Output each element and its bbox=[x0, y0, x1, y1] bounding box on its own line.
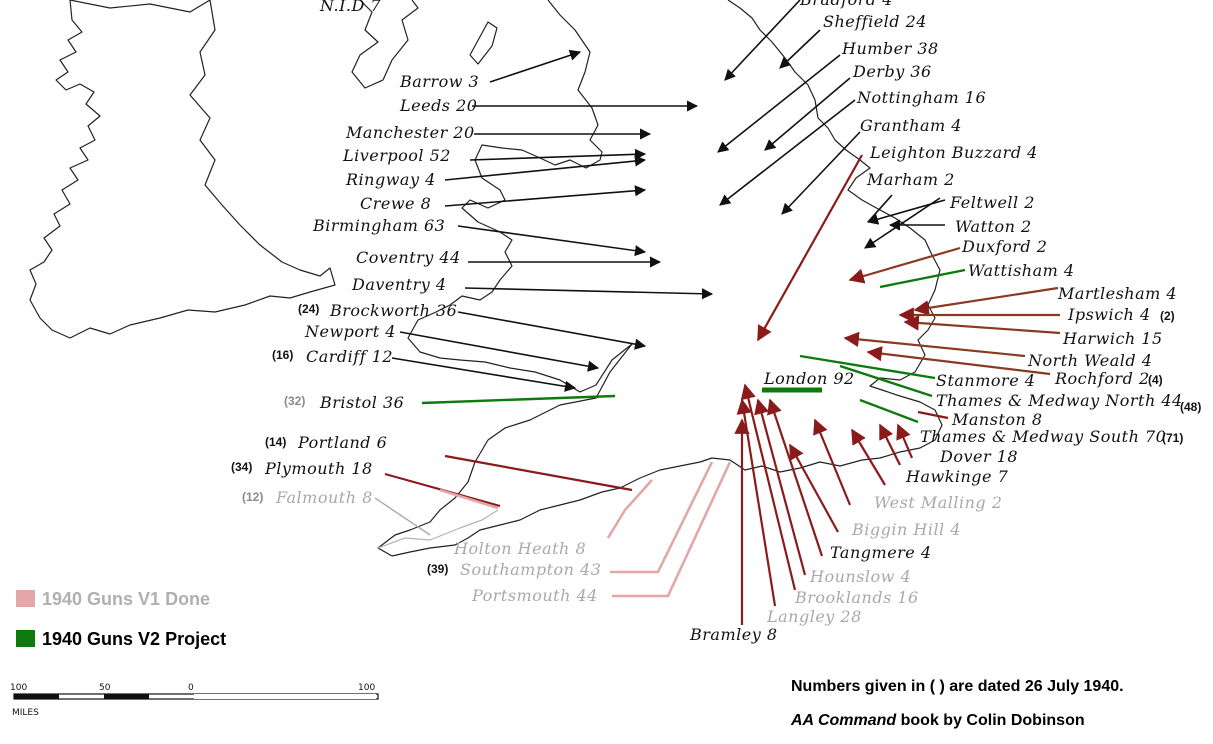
site-label: North Weald 4 bbox=[1027, 351, 1152, 370]
scale-tick: 100 bbox=[358, 683, 375, 693]
site-label: Bramley 8 bbox=[689, 625, 778, 644]
southwest-peninsula bbox=[377, 509, 499, 549]
site-paren-count: (34) bbox=[231, 460, 252, 474]
site-label: Thames & Medway North 44 bbox=[936, 391, 1183, 410]
site-paren-count: (32) bbox=[284, 394, 305, 408]
site-label: Feltwell 2 bbox=[949, 193, 1035, 212]
site-label: Humber 38 bbox=[841, 39, 939, 58]
site-label: Manston 8 bbox=[951, 410, 1043, 429]
scale-bar: 100 50 0 100 MILES bbox=[10, 683, 379, 718]
site-label: Wattisham 4 bbox=[968, 261, 1075, 280]
site-label: Duxford 2 bbox=[961, 237, 1047, 256]
legend-swatch bbox=[16, 590, 35, 607]
isle-of-man bbox=[469, 21, 498, 65]
site-label: West Malling 2 bbox=[874, 493, 1002, 512]
site-label: Tangmere 4 bbox=[830, 543, 932, 562]
arrows-north bbox=[391, 0, 946, 392]
scale-tick: 100 bbox=[10, 683, 27, 693]
site-label: Brockworth 36 bbox=[329, 301, 457, 320]
site-label: Cardiff 12 bbox=[306, 347, 393, 366]
site-label: Falmouth 8 bbox=[275, 488, 373, 507]
arrows-falmouth bbox=[374, 497, 431, 536]
site-label: Portland 6 bbox=[297, 433, 387, 452]
site-paren-count: (48) bbox=[1180, 400, 1201, 414]
site-paren-count: (2) bbox=[1160, 309, 1175, 323]
site-label: Barrow 3 bbox=[399, 72, 479, 91]
source-note: AA Command book by Colin Dobinson bbox=[791, 712, 1085, 730]
scale-tick: 0 bbox=[188, 683, 194, 693]
legend-label: 1940 Guns V1 Done bbox=[42, 589, 211, 609]
site-label: Hounslow 4 bbox=[809, 567, 911, 586]
arrows-v1-done bbox=[439, 461, 732, 598]
site-label: Brooklands 16 bbox=[794, 588, 919, 607]
site-label: Newport 4 bbox=[304, 322, 396, 341]
site-label: Crewe 8 bbox=[360, 194, 431, 213]
site-label: Hawkinge 7 bbox=[905, 467, 1009, 486]
ireland-coastline bbox=[29, 0, 336, 339]
site-label: Watton 2 bbox=[955, 217, 1032, 236]
site-label: London 92 bbox=[763, 369, 855, 388]
site-label: Stanmore 4 bbox=[936, 371, 1035, 390]
site-label: Portsmouth 44 bbox=[471, 586, 598, 605]
site-paren-count: (71) bbox=[1162, 431, 1183, 445]
dated-note: Numbers given in ( ) are dated 26 July 1… bbox=[791, 678, 1124, 695]
arrows-v2-project bbox=[421, 268, 966, 424]
site-label: Nottingham 16 bbox=[856, 88, 986, 107]
scale-tick: 50 bbox=[99, 683, 111, 693]
site-paren-count: (4) bbox=[1148, 373, 1163, 387]
map-header: N.I.D 7 bbox=[319, 0, 381, 15]
source-rest: book by Colin Dobinson bbox=[896, 712, 1085, 729]
site-label: Martlesham 4 bbox=[1057, 284, 1177, 303]
site-label: Birmingham 63 bbox=[312, 216, 445, 235]
site-label: Biggin Hill 4 bbox=[851, 520, 961, 539]
site-label: Coventry 44 bbox=[356, 248, 461, 267]
site-paren-count: (24) bbox=[298, 302, 319, 316]
site-label: Ringway 4 bbox=[345, 170, 436, 189]
site-paren-count: (39) bbox=[427, 562, 448, 576]
site-label: Rochford 2 bbox=[1054, 369, 1150, 388]
site-label: Thames & Medway South 70 bbox=[920, 427, 1166, 446]
site-label: Bradford 4 bbox=[799, 0, 893, 9]
site-label: Marham 2 bbox=[866, 170, 955, 189]
site-label: Dover 18 bbox=[939, 447, 1018, 466]
site-label: Manchester 20 bbox=[345, 123, 475, 142]
legend-label: 1940 Guns V2 Project bbox=[42, 629, 227, 649]
scale-unit: MILES bbox=[12, 708, 39, 718]
site-label: Leeds 20 bbox=[399, 96, 477, 115]
legend-item-v2-project: 1940 Guns V2 Project bbox=[16, 629, 226, 650]
site-labels: Bradford 4 Sheffield 24 Humber 38 Derby … bbox=[231, 0, 1201, 644]
legend-swatch bbox=[16, 630, 35, 647]
site-paren-count: (14) bbox=[265, 435, 286, 449]
site-label: Leighton Buzzard 4 bbox=[869, 143, 1038, 162]
site-label: Sheffield 24 bbox=[823, 12, 927, 31]
arrows-southeast bbox=[384, 154, 1061, 625]
site-label: Liverpool 52 bbox=[342, 146, 451, 165]
site-label: Harwich 15 bbox=[1062, 329, 1163, 348]
site-label: Daventry 4 bbox=[351, 275, 447, 294]
site-label: Plymouth 18 bbox=[264, 459, 373, 478]
site-paren-count: (16) bbox=[272, 348, 293, 362]
site-label: Holton Heath 8 bbox=[453, 539, 586, 558]
site-label: Bristol 36 bbox=[319, 393, 404, 412]
site-label: Grantham 4 bbox=[860, 116, 962, 135]
britain-coastline bbox=[351, 0, 943, 557]
source-title: AA Command bbox=[791, 712, 897, 729]
legend-item-v1-done: 1940 Guns V1 Done bbox=[16, 589, 210, 610]
site-label: Southampton 43 bbox=[460, 560, 601, 579]
site-paren-count: (12) bbox=[242, 490, 263, 504]
site-label: Langley 28 bbox=[766, 607, 862, 626]
site-label: Derby 36 bbox=[852, 62, 932, 81]
site-label: Ipswich 4 bbox=[1067, 305, 1151, 324]
